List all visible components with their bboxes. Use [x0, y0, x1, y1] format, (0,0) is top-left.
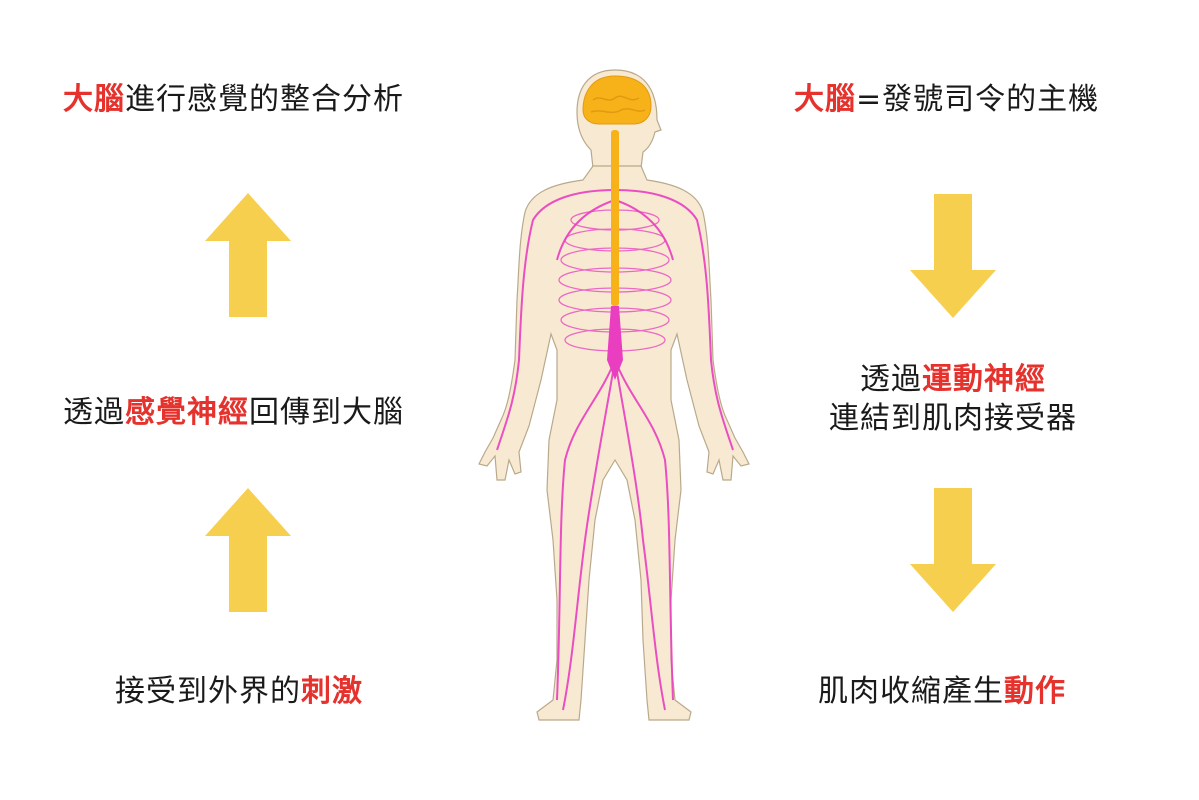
left-top-text: 進行感覺的整合分析 — [125, 82, 404, 117]
right-bottom-pre: 肌肉收縮產生 — [818, 674, 1004, 709]
right-top-text: =發號司令的主機 — [856, 82, 1100, 117]
left-top-label: 大腦進行感覺的整合分析 — [63, 80, 404, 119]
left-middle-pre: 透過 — [63, 395, 125, 430]
left-middle-post: 回傳到大腦 — [249, 395, 404, 430]
down-arrow-icon — [910, 194, 996, 318]
action-highlight: 動作 — [1004, 674, 1066, 709]
motor-nerve-highlight: 運動神經 — [922, 362, 1046, 397]
down-arrow-icon — [910, 488, 996, 612]
left-middle-label: 透過感覺神經回傳到大腦 — [63, 393, 404, 432]
human-nervous-system-figure — [478, 69, 750, 721]
left-bottom-label: 接受到外界的刺激 — [115, 672, 363, 711]
right-middle-pre: 透過 — [860, 362, 922, 397]
right-middle-line2: 連結到肌肉接受器 — [829, 401, 1077, 436]
right-bottom-label: 肌肉收縮產生動作 — [818, 672, 1066, 711]
up-arrow-icon — [205, 193, 291, 317]
stimulus-highlight: 刺激 — [301, 674, 363, 709]
brain-highlight: 大腦 — [63, 82, 125, 117]
right-top-label: 大腦=發號司令的主機 — [794, 80, 1099, 119]
right-middle-label: 透過運動神經 連結到肌肉接受器 — [818, 360, 1088, 438]
left-bottom-pre: 接受到外界的 — [115, 674, 301, 709]
up-arrow-icon — [205, 488, 291, 612]
brain-highlight: 大腦 — [794, 82, 856, 117]
sensory-nerve-highlight: 感覺神經 — [125, 395, 249, 430]
right-middle-line1: 透過運動神經 — [818, 360, 1088, 399]
